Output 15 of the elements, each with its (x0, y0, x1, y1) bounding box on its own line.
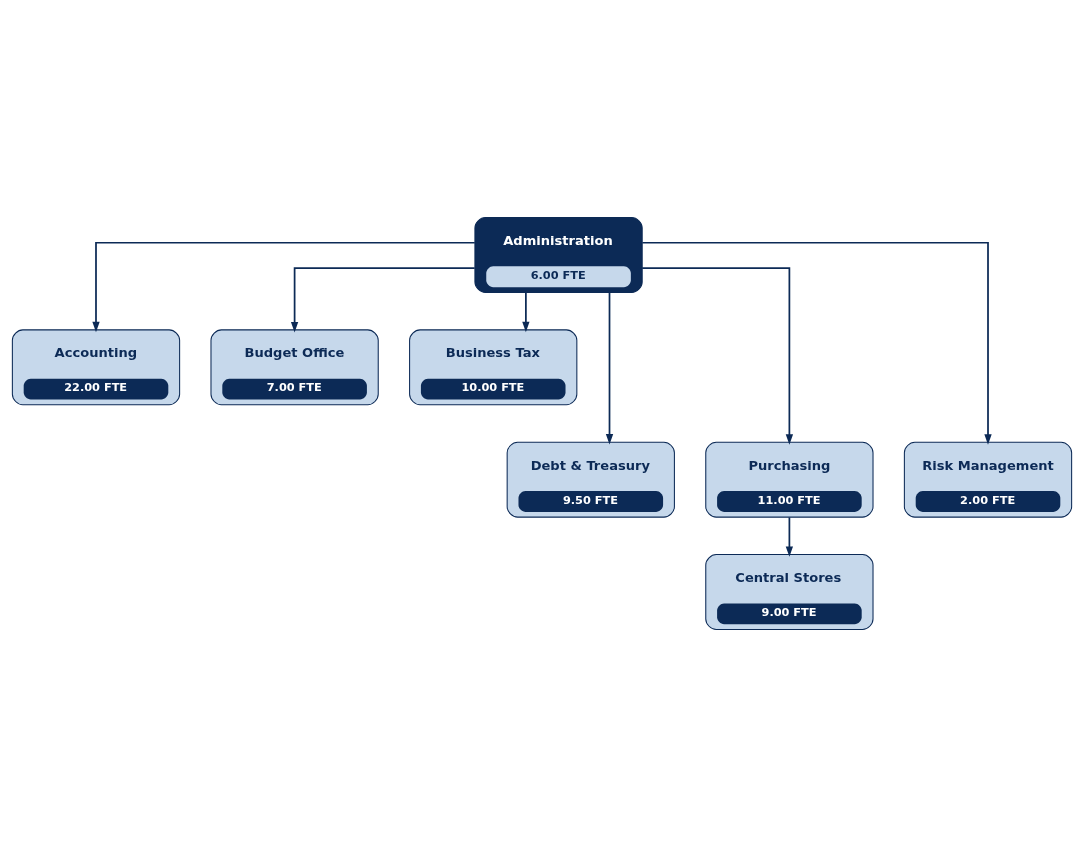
node-box: Accounting 22.00 FTE (11, 328, 181, 405)
arrow (92, 241, 476, 332)
arrow (290, 266, 476, 332)
node-box: Purchasing 11.00 FTE (705, 441, 874, 518)
arrow (785, 516, 794, 557)
node-box: Business Tax 10.00 FTE (409, 328, 578, 405)
node-box: Administration 6.00 FTE (474, 216, 643, 293)
node-box: Central Stores 9.00 FTE (705, 553, 874, 630)
node-box: Debt & Treasury 9.50 FTE (506, 441, 675, 518)
arrow (641, 266, 794, 445)
arrow (522, 291, 530, 332)
arrow (641, 241, 992, 445)
arrow (605, 291, 614, 445)
node-box: Budget Office 7.00 FTE (210, 328, 379, 405)
node-box: Risk Management 2.00 FTE (903, 441, 1073, 518)
